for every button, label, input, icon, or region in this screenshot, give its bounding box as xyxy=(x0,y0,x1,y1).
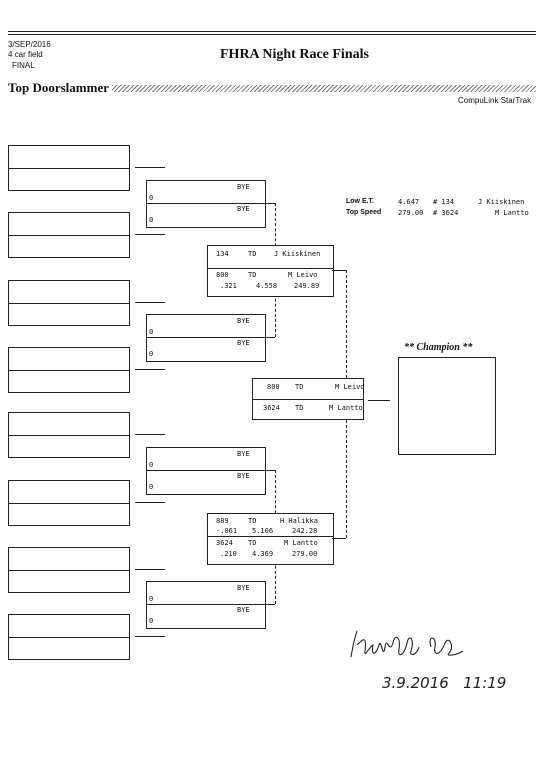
connector xyxy=(135,234,165,235)
top-rule-2 xyxy=(8,34,536,35)
final-box: 800 TD M Leivo 3624 TD M Lantto xyxy=(252,378,365,420)
top-speed-value: 279.00 xyxy=(398,209,424,217)
top-speed-label: Top Speed xyxy=(346,209,382,216)
round1-box-3 xyxy=(8,280,130,326)
round1-box-7 xyxy=(8,547,130,593)
class-name: Top Doorslammer xyxy=(8,80,109,95)
connector xyxy=(135,434,165,435)
connector xyxy=(135,167,165,168)
round1-box-2 xyxy=(8,212,130,258)
event-date: 3/SEP/2016 xyxy=(8,40,51,49)
champion-label: ** Champion ** xyxy=(404,342,473,353)
round1-box-5 xyxy=(8,412,130,458)
connector xyxy=(135,569,165,570)
round1-box-6 xyxy=(8,480,130,526)
round1-box-4 xyxy=(8,347,130,393)
champion-box xyxy=(398,357,496,455)
top-speed-driver: M Lantto xyxy=(495,209,529,217)
round-name: FINAL xyxy=(12,61,35,70)
top-rule xyxy=(8,31,536,32)
round2-box-3: BYE 0 BYE 0 xyxy=(146,447,266,495)
connector xyxy=(265,470,275,471)
connector xyxy=(332,270,346,271)
field-size: 4 car field xyxy=(8,50,43,59)
round1-box-8 xyxy=(8,614,130,660)
connector xyxy=(135,302,165,303)
connector xyxy=(332,538,346,539)
signature-scribble xyxy=(350,630,464,658)
low-et-value: 4.647 xyxy=(398,198,420,206)
connector xyxy=(265,203,275,204)
round1-box-1 xyxy=(8,145,130,191)
round2-box-4: BYE 0 BYE 0 xyxy=(146,581,266,629)
low-et-driver: J Kiiskinen xyxy=(478,198,525,206)
connector xyxy=(368,400,390,401)
event-title: FHRA Night Race Finals xyxy=(220,47,369,62)
connector xyxy=(135,502,165,503)
connector xyxy=(265,604,275,605)
semi-box-1: 134 TD J Kiiskinen 800 TD M Leivo .321 4… xyxy=(207,245,334,297)
low-et-label: Low E.T. xyxy=(346,198,374,205)
connector xyxy=(265,337,275,338)
low-et-car: # 134 xyxy=(433,198,455,206)
signature-date-time: 3.9.2016 11:19 xyxy=(382,674,507,692)
software-name: CompuLink StarTrak xyxy=(458,96,532,105)
top-speed-car: # 3624 xyxy=(433,209,459,217)
header-hatch xyxy=(112,85,536,92)
round2-box-2: BYE 0 BYE 0 xyxy=(146,314,266,362)
round2-box-1: BYE 0 BYE 0 xyxy=(146,180,266,228)
connector xyxy=(135,636,165,637)
semi-box-2: 889 TD H Halikka -.061 5.106 242.28 3624… xyxy=(207,513,334,565)
connector xyxy=(135,369,165,370)
